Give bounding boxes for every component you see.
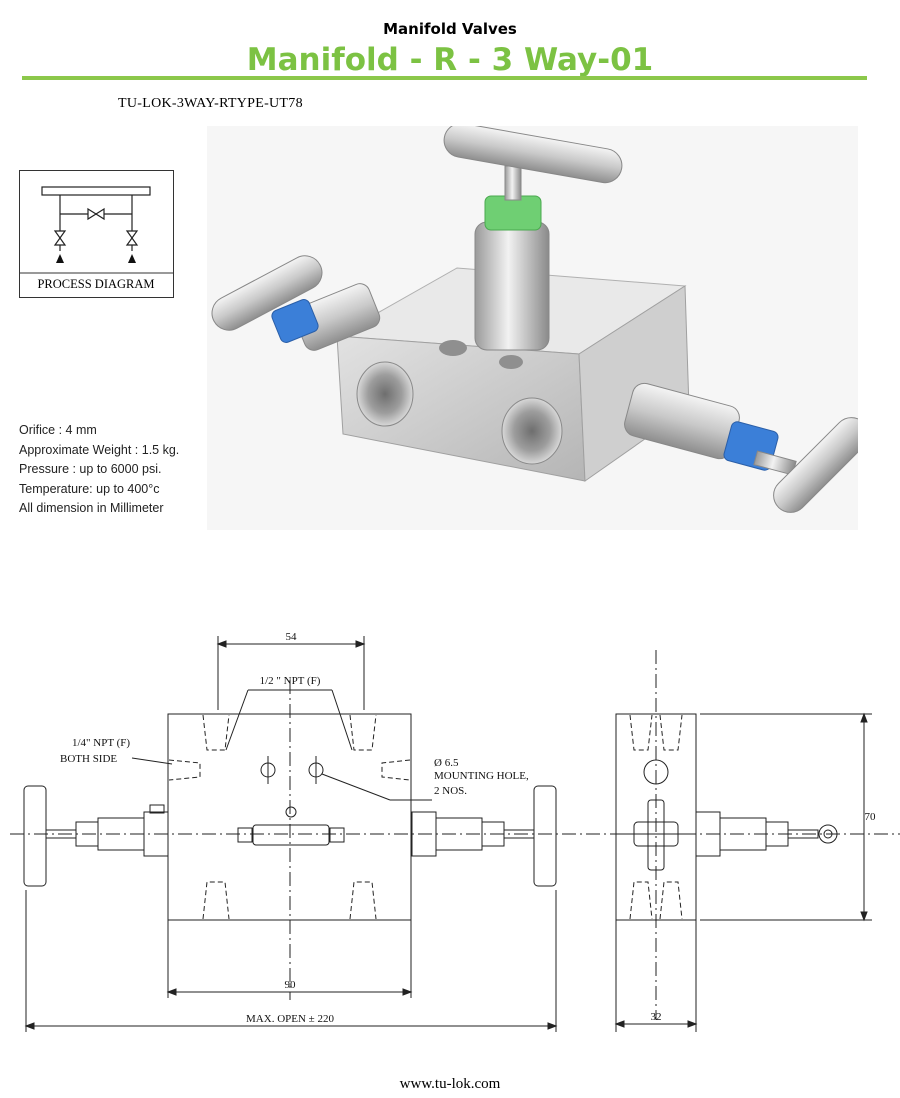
spec-units-note: All dimension in Millimeter (19, 501, 164, 516)
dim-max-open: MAX. OPEN ± 220 (246, 1013, 334, 1025)
process-diagram-box (19, 170, 174, 298)
spec-pressure: Pressure : up to 6000 psi. (19, 462, 162, 477)
dim-32: 32 (651, 1011, 662, 1023)
dim-54: 54 (286, 631, 298, 643)
spec-weight: Approximate Weight : 1.5 kg. (19, 442, 180, 457)
footer-website: www.tu-lok.com (399, 1076, 501, 1092)
mounting-hole-label: MOUNTING HOLE, (434, 770, 529, 782)
spec-orifice: Orifice : 4 mm (19, 423, 97, 437)
part-number: TU-LOK-3WAY-RTYPE-UT78 (118, 96, 303, 111)
spec-temperature: Temperature: up to 400°c (19, 481, 160, 496)
title-divider (22, 76, 867, 80)
process-diagram-label: PROCESS DIAGRAM (37, 277, 155, 291)
dim-70: 70 (865, 811, 877, 823)
technical-drawing: 54 1/2 " NPT (F) 1/4" NPT (F) BOTH SIDE … (0, 560, 900, 1040)
product-photo (207, 122, 869, 530)
hole-diameter-label: Ø 6.5 (434, 757, 459, 769)
category-title: Manifold Valves (383, 20, 517, 38)
both-side-label: BOTH SIDE (60, 753, 117, 765)
npt-half-label: 1/2 " NPT (F) (260, 675, 321, 687)
process-diagram-symbol (20, 186, 173, 274)
hole-count-label: 2 NOS. (434, 785, 467, 797)
npt-quarter-label: 1/4" NPT (F) (72, 737, 130, 749)
page-title: Manifold - R - 3 Way-01 (246, 42, 654, 78)
spec-list: Orifice : 4 mm Approximate Weight : 1.5 … (19, 421, 179, 519)
dim-90: 90 (285, 979, 297, 991)
